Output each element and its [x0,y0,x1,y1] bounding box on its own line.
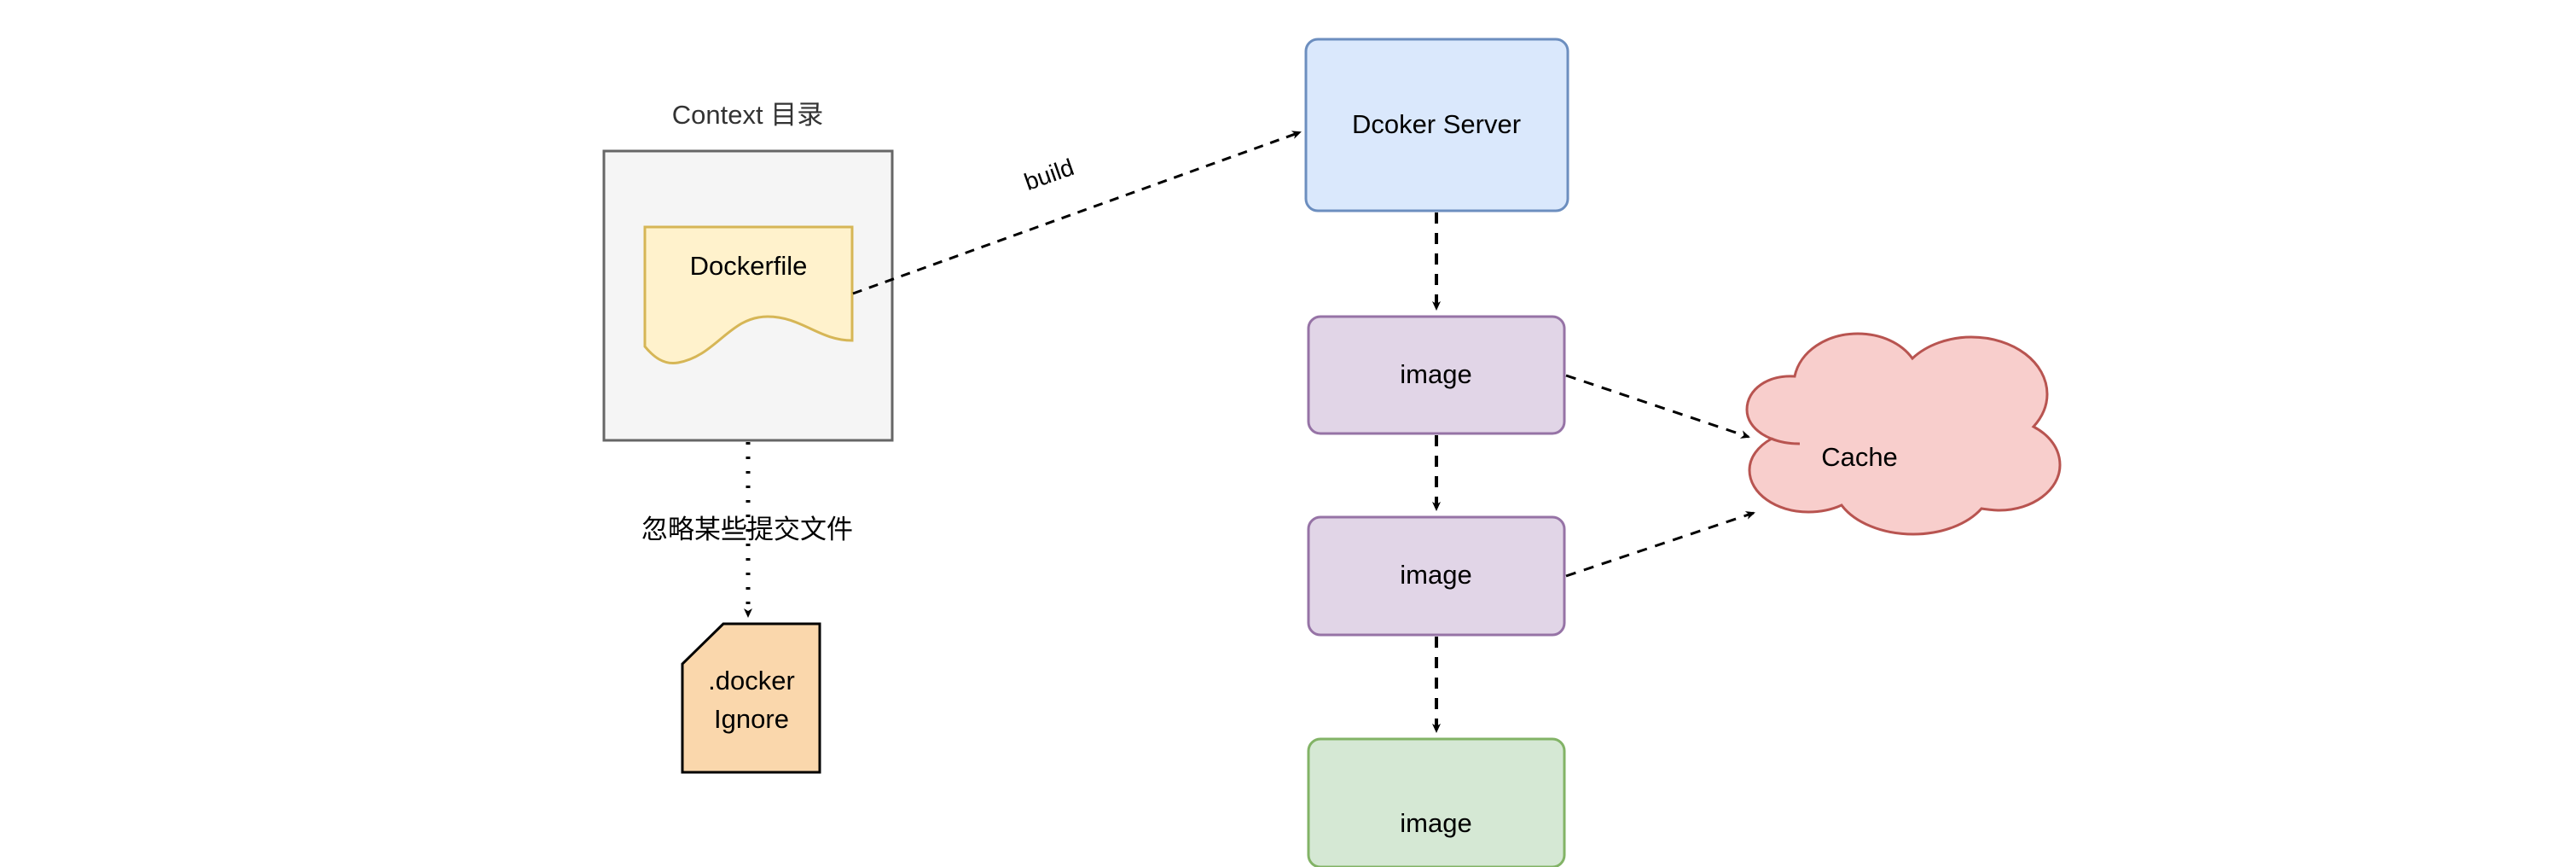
docker-server-box[interactable] [1304,38,1569,212]
image-1-box[interactable] [1307,315,1566,435]
image-3-box[interactable] [1307,737,1566,867]
image-2-box[interactable] [1307,515,1566,637]
edge-dockerfile-to-server [852,131,1302,295]
dockerignore-shape[interactable] [681,622,821,774]
cache-cloud-shape[interactable] [1745,332,2062,536]
dockerfile-shape[interactable] [643,225,854,365]
edge-image2-to-cache [1565,511,1755,578]
edge-image1-to-cache [1565,374,1750,439]
